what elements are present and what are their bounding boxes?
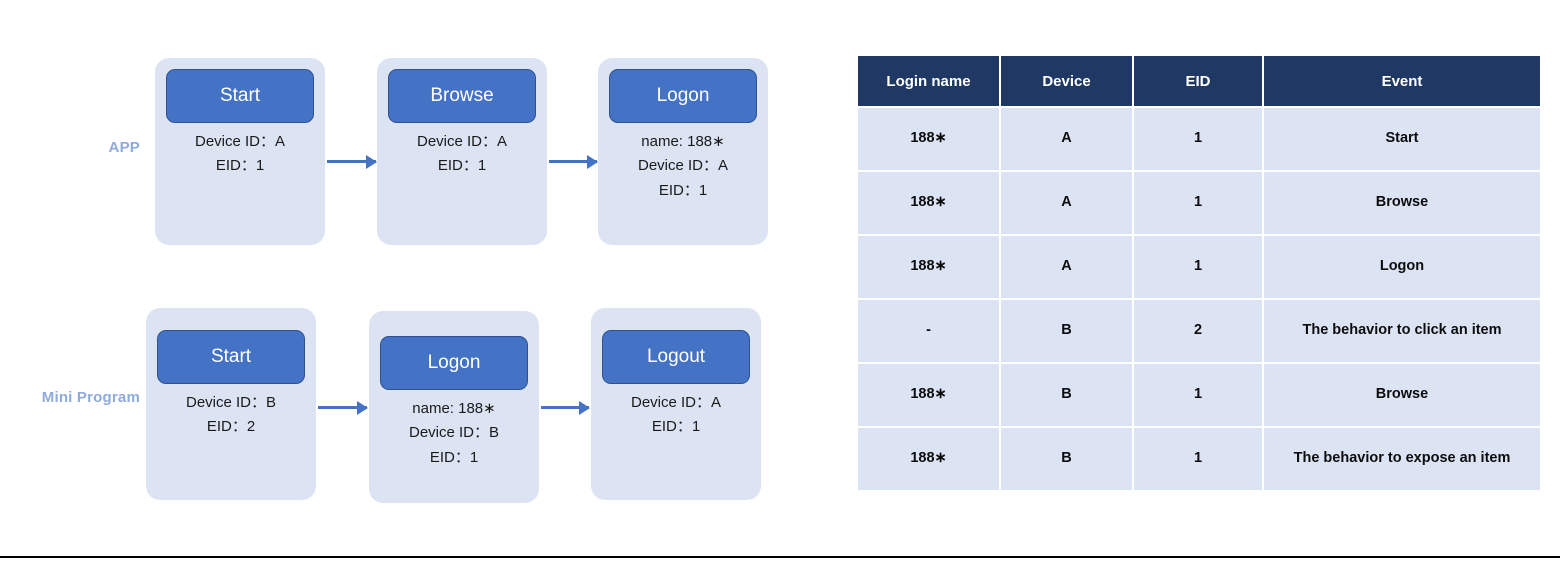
flow-node-detail-line: Device ID：A <box>637 157 729 175</box>
cell-eid: 1 <box>1134 364 1262 426</box>
flow-node-title-button[interactable]: Logon <box>609 69 757 123</box>
cell-login-name: 188∗ <box>858 172 999 234</box>
flow-node-detail-line: Device ID：B <box>185 394 277 411</box>
row-label-mini-program: Mini Program <box>41 389 140 406</box>
cell-event: Logon <box>1264 236 1540 298</box>
flow-node-detail-line: Device ID：B <box>408 424 500 442</box>
cell-login-name: 188∗ <box>858 108 999 170</box>
cell-login-name: 188∗ <box>858 428 999 490</box>
cell-login-name: 188∗ <box>858 236 999 298</box>
flow-node-detail-line: EID：1 <box>215 157 265 175</box>
flow-node-detail-line: name: 188∗ <box>412 400 496 417</box>
flow-node-detail-line: EID：1 <box>658 181 708 199</box>
bottom-divider <box>0 556 1560 558</box>
flow-node-detail-line: Device ID：A <box>416 133 508 150</box>
cell-event: Browse <box>1264 172 1540 234</box>
cell-eid: 2 <box>1134 300 1262 362</box>
flow-node-details: Device ID：A EID：1 <box>377 130 547 179</box>
flow-node-title-button[interactable]: Logout <box>602 330 750 384</box>
flow-node-title-button[interactable]: Start <box>166 69 314 123</box>
cell-event: Start <box>1264 108 1540 170</box>
flow-node-details: Device ID：A EID：1 <box>155 130 325 179</box>
flow-node-detail-line: EID：1 <box>429 448 479 466</box>
flow-arrow-icon <box>541 406 589 409</box>
flow-node-details: name: 188∗ Device ID：A EID：1 <box>598 130 768 203</box>
flow-node-card[interactable]: Logon name: 188∗ Device ID：B EID：1 <box>369 311 539 503</box>
flow-node-title-button[interactable]: Start <box>157 330 305 384</box>
flow-node-details: Device ID：A EID：1 <box>591 391 761 440</box>
cell-login-name: 188∗ <box>858 364 999 426</box>
flow-node-detail-line: name: 188∗ <box>641 133 725 150</box>
flow-node-detail-line: EID：1 <box>437 157 487 175</box>
flow-node-detail-line: EID：1 <box>651 418 701 436</box>
flow-arrow-icon <box>549 160 597 163</box>
cell-device: A <box>1001 236 1132 298</box>
flow-node-title-button[interactable]: Logon <box>380 336 528 390</box>
cell-event: The behavior to expose an item <box>1264 428 1540 490</box>
cell-eid: 1 <box>1134 172 1262 234</box>
flow-arrow-icon <box>318 406 367 409</box>
cell-device: A <box>1001 108 1132 170</box>
flow-node-title-button[interactable]: Browse <box>388 69 536 123</box>
table-header-eid[interactable]: EID <box>1134 56 1262 106</box>
cell-login-name: - <box>858 300 999 362</box>
cell-device: B <box>1001 300 1132 362</box>
cell-device: B <box>1001 364 1132 426</box>
cell-eid: 1 <box>1134 428 1262 490</box>
flow-node-details: Device ID：B EID：2 <box>146 391 316 440</box>
row-label-app: APP <box>108 139 140 156</box>
table-header-device[interactable]: Device <box>1001 56 1132 106</box>
cell-event: Browse <box>1264 364 1540 426</box>
flow-node-detail-line: EID：2 <box>206 418 256 436</box>
table-header-event[interactable]: Event <box>1264 56 1540 106</box>
flow-node-details: name: 188∗ Device ID：B EID：1 <box>369 397 539 470</box>
cell-eid: 1 <box>1134 108 1262 170</box>
flow-arrow-icon <box>327 160 376 163</box>
cell-eid: 1 <box>1134 236 1262 298</box>
cell-device: B <box>1001 428 1132 490</box>
cell-device: A <box>1001 172 1132 234</box>
cell-event: The behavior to click an item <box>1264 300 1540 362</box>
table-header-login-name[interactable]: Login name <box>858 56 999 106</box>
flow-node-detail-line: Device ID：A <box>194 133 286 150</box>
flow-node-card[interactable]: Logon name: 188∗ Device ID：A EID：1 <box>598 58 768 245</box>
flow-node-detail-line: Device ID：A <box>630 394 722 411</box>
